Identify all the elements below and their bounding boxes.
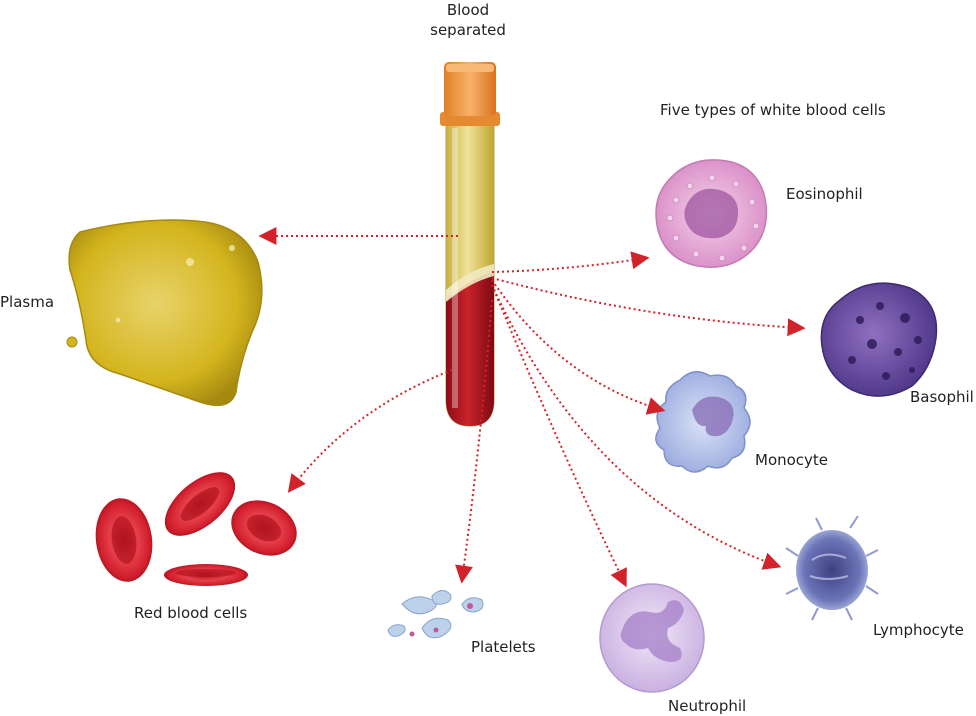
arrow-to-lymphocyte: [491, 284, 782, 570]
test-tube: [440, 62, 500, 427]
arrow-to-monocyte: [491, 279, 666, 415]
plasma-label: Plasma: [0, 293, 55, 311]
neutrophil-illustration: [599, 583, 705, 693]
white-cells-heading: Five types of white blood cells: [660, 101, 886, 119]
eosinophil-label: Eosinophil: [786, 185, 863, 203]
neutrophil-label: Neutrophil: [668, 697, 747, 715]
arrow-to-neutrophil: [491, 284, 627, 588]
red-blood-cells-label: Red blood cells: [134, 604, 248, 622]
monocyte-label: Monocyte: [755, 451, 829, 469]
lymphocyte-illustration: [785, 515, 879, 621]
arrow-to-red-blood-cells: [287, 369, 453, 493]
arrow-to-platelets: [455, 299, 493, 584]
eosinophil-illustration: [655, 159, 768, 268]
lymphocyte-label: Lymphocyte: [873, 621, 964, 639]
arrow-to-eosinophil: [491, 251, 650, 273]
basophil-label: Basophil: [910, 388, 974, 406]
plasma-illustration: [66, 219, 263, 407]
red-blood-cells-illustration: [95, 472, 297, 586]
monocyte-illustration: [655, 371, 751, 473]
arrow-to-basophil: [491, 277, 806, 337]
arrows: [258, 227, 806, 588]
platelets-illustration: [387, 590, 484, 639]
basophil-illustration: [820, 282, 938, 397]
title-label: Blood separated: [430, 1, 506, 39]
platelets-label: Platelets: [471, 638, 536, 656]
